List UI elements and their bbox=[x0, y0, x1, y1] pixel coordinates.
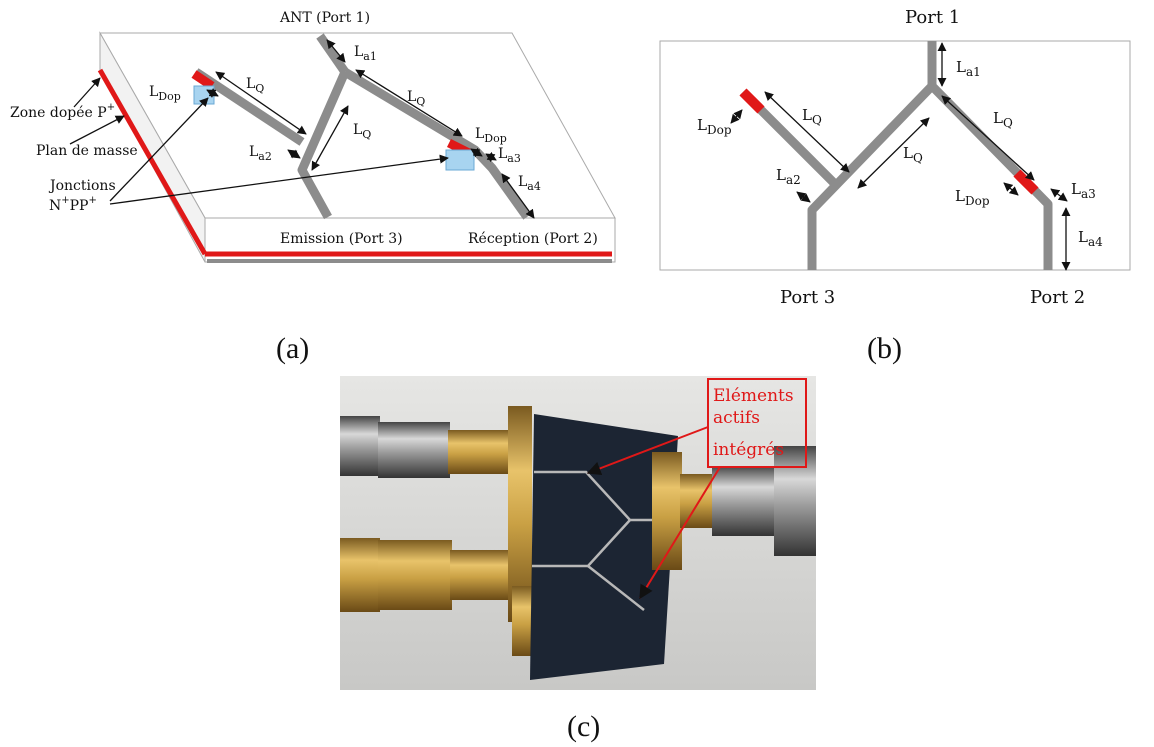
dim-ldop-left-b: LDop bbox=[697, 116, 732, 137]
dim-lq-left-a: LQ bbox=[246, 76, 264, 95]
jonctions-label: Jonctions bbox=[48, 178, 116, 194]
connector-right-nut bbox=[774, 446, 816, 556]
dimension-arrows-b bbox=[730, 42, 1071, 271]
active-elements-line3: intégrés bbox=[713, 440, 784, 460]
active-elements-arrows bbox=[586, 426, 721, 600]
substrate-b bbox=[659, 40, 1131, 271]
doped-zone-edge-left bbox=[97, 68, 208, 256]
dim-lq-left-b: LQ bbox=[802, 106, 822, 127]
dim-ldop-right-a: LDop bbox=[475, 126, 507, 145]
connector-right-body bbox=[712, 466, 776, 536]
panel-b: Port 1 Port 3 Port 2 La1 LQ LQ LQ LDop L… bbox=[659, 7, 1131, 308]
dim-la3-b: La3 bbox=[1071, 180, 1096, 201]
jonctions-type-label: N+PP+ bbox=[49, 195, 97, 214]
dim-lq-right-a: LQ bbox=[407, 89, 425, 108]
substrate-front-face bbox=[204, 217, 616, 263]
caption-b: (b) bbox=[867, 332, 902, 365]
dim-lq-right-b: LQ bbox=[993, 109, 1013, 130]
dim-ldop-right-b: LDop bbox=[955, 187, 990, 208]
connector-left-body-top bbox=[378, 422, 450, 478]
dim-lq-center-b: LQ bbox=[903, 144, 923, 165]
panel-c-photo: Eléments actifs intégrés bbox=[340, 376, 816, 690]
chip-traces bbox=[532, 470, 662, 611]
dim-lq-center-a: LQ bbox=[353, 122, 371, 141]
flange-right bbox=[652, 452, 682, 570]
dim-la1-b: La1 bbox=[956, 58, 981, 79]
port1-label-b: Port 1 bbox=[905, 7, 960, 28]
active-elements-box bbox=[707, 378, 807, 468]
connector-left-nut-bottom bbox=[340, 538, 380, 612]
dim-la1-a: La1 bbox=[354, 44, 377, 63]
dim-la4-a: La4 bbox=[518, 174, 541, 193]
active-elements-line2: actifs bbox=[713, 408, 760, 428]
active-elements-line1: Eléments bbox=[713, 386, 794, 406]
line-branch-left bbox=[297, 70, 350, 220]
connector-left-body-bottom bbox=[378, 540, 452, 610]
port1-label: ANT (Port 1) bbox=[279, 10, 370, 26]
caption-c: (c) bbox=[567, 710, 600, 743]
dim-la2-b: La2 bbox=[776, 166, 801, 187]
junction-right bbox=[445, 149, 475, 171]
connector-left-brass-bottom bbox=[450, 550, 512, 600]
connector-left-nut-top bbox=[340, 416, 380, 476]
zone-dopee-label: Zone dopée P+ bbox=[10, 102, 115, 121]
dim-la4-b: La4 bbox=[1078, 228, 1103, 249]
connector-left-brass-top bbox=[448, 430, 510, 474]
dim-ldop-left-a: LDop bbox=[149, 84, 181, 103]
doped-segment-left bbox=[191, 70, 215, 90]
port2-label-b: Port 2 bbox=[1030, 287, 1085, 308]
port3-label: Emission (Port 3) bbox=[280, 231, 403, 247]
plan-masse-label: Plan de masse bbox=[36, 143, 138, 159]
dim-la2-a: La2 bbox=[249, 144, 272, 163]
dimension-arrows-a bbox=[69, 39, 535, 219]
caption-a: (a) bbox=[276, 332, 309, 365]
panel-a: ANT (Port 1) Emission (Port 3) Réception… bbox=[10, 10, 616, 263]
port2-label: Réception (Port 2) bbox=[468, 231, 598, 247]
doped-segment-left-b bbox=[739, 88, 765, 114]
port3-label-b: Port 3 bbox=[780, 287, 835, 308]
dim-la3-a: La3 bbox=[498, 146, 521, 165]
